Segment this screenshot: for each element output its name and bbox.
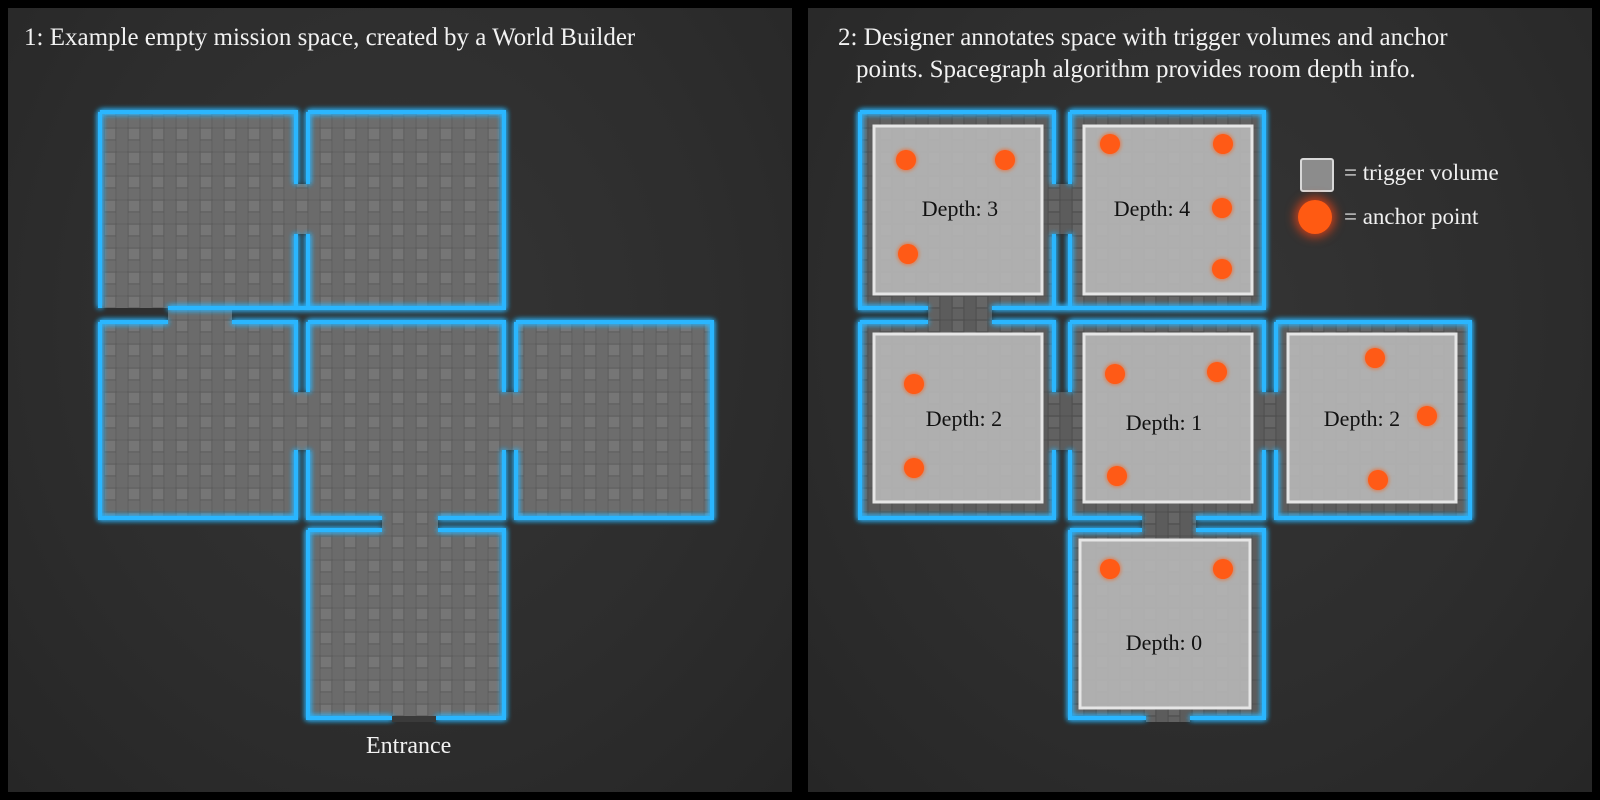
room-depth-label-middle-right: Depth: 2 — [1324, 406, 1400, 431]
right-panel: 2: Designer annotates space with trigger… — [808, 8, 1592, 792]
wall-segment — [306, 530, 392, 720]
doorway-floor — [1052, 392, 1072, 450]
anchor-point — [1107, 466, 1127, 486]
anchor-point — [1100, 559, 1120, 579]
wall-segment — [1190, 528, 1266, 720]
anchor-point — [1212, 259, 1232, 279]
doorway-floor — [1052, 184, 1072, 234]
wall-segment — [100, 110, 298, 184]
anchor-point — [896, 150, 916, 170]
right-panel-caption-line2: points. Spacegraph algorithm provides ro… — [856, 56, 1416, 83]
room-floor — [308, 112, 504, 308]
anchor-point — [1212, 198, 1232, 218]
anchor-point — [904, 458, 924, 478]
wall-segment — [858, 322, 1056, 520]
doorway-floor — [502, 392, 518, 450]
wall-segment — [306, 450, 382, 520]
doorway-floor — [382, 516, 438, 530]
wall-segment — [514, 320, 714, 520]
wall-segment — [1196, 450, 1266, 520]
room-floor — [308, 528, 504, 718]
wall-segment — [992, 320, 1056, 392]
wall-segment — [438, 450, 506, 520]
room-floor — [516, 322, 712, 518]
doorway-floor — [294, 184, 310, 234]
doorway-floor — [1142, 516, 1196, 530]
wall-segment — [1068, 530, 1146, 720]
wall-segment — [992, 110, 1266, 310]
anchor-point — [1213, 559, 1233, 579]
wall-segment — [1068, 450, 1142, 520]
room-floor — [100, 112, 296, 308]
wall-segment — [308, 320, 506, 392]
anchor-point — [1417, 406, 1437, 426]
anchor-point — [995, 150, 1015, 170]
wall-segment — [858, 112, 928, 310]
trigger-volume-legend-swatch — [1300, 158, 1334, 192]
anchor-point — [1100, 134, 1120, 154]
trigger-volume-legend-label: = trigger volume — [1344, 160, 1499, 185]
anchor-point — [898, 244, 918, 264]
anchor-point — [904, 374, 924, 394]
anchor-point — [1105, 364, 1125, 384]
trigger-volume-center — [1082, 332, 1254, 504]
wall-segment — [98, 322, 298, 520]
anchor-point-legend-label: = anchor point — [1344, 204, 1479, 229]
anchor-point — [1368, 470, 1388, 490]
floor-area — [100, 112, 712, 722]
doorway-floor — [928, 306, 992, 324]
empty-mission-map — [98, 110, 714, 722]
wall-segment — [232, 320, 298, 392]
wall-outlines — [858, 110, 1472, 720]
room-floor — [100, 322, 296, 518]
entrance-label: Entrance — [366, 733, 452, 759]
wall-segment — [436, 528, 506, 720]
anchor-point — [1365, 348, 1385, 368]
right-panel-caption-line1: 2: Designer annotates space with trigger… — [838, 24, 1448, 51]
trigger-volume-middle-left — [872, 332, 1044, 504]
wall-segment — [1070, 320, 1266, 392]
anchor-points — [896, 134, 1437, 579]
room-depth-label-top-left: Depth: 3 — [922, 196, 998, 221]
room-floor — [308, 322, 504, 518]
left-panel-caption: 1: Example empty mission space, created … — [24, 24, 636, 51]
anchor-point-legend-swatch — [1298, 200, 1332, 234]
anchor-point — [1213, 134, 1233, 154]
room-depth-label-center: Depth: 1 — [1126, 410, 1202, 435]
entrance-opening — [392, 716, 436, 722]
wall-segment — [232, 110, 506, 310]
wall-segment — [1274, 320, 1472, 520]
room-depth-label-top-middle: Depth: 4 — [1114, 196, 1190, 221]
left-panel: 1: Example empty mission space, created … — [8, 8, 792, 792]
wall-segment — [860, 110, 1056, 184]
doorway-floor — [1262, 392, 1278, 450]
anchor-point — [1207, 362, 1227, 382]
doorway-floor — [294, 392, 310, 450]
doorway-floor — [168, 306, 232, 324]
annotated-mission-map: Depth: 3 Depth: 4 Depth: 2 Depth: 1 Dept… — [858, 110, 1472, 722]
room-depth-label-middle-left: Depth: 2 — [926, 406, 1002, 431]
wall-outlines — [98, 110, 714, 720]
room-depth-label-bottom: Depth: 0 — [1126, 630, 1202, 655]
